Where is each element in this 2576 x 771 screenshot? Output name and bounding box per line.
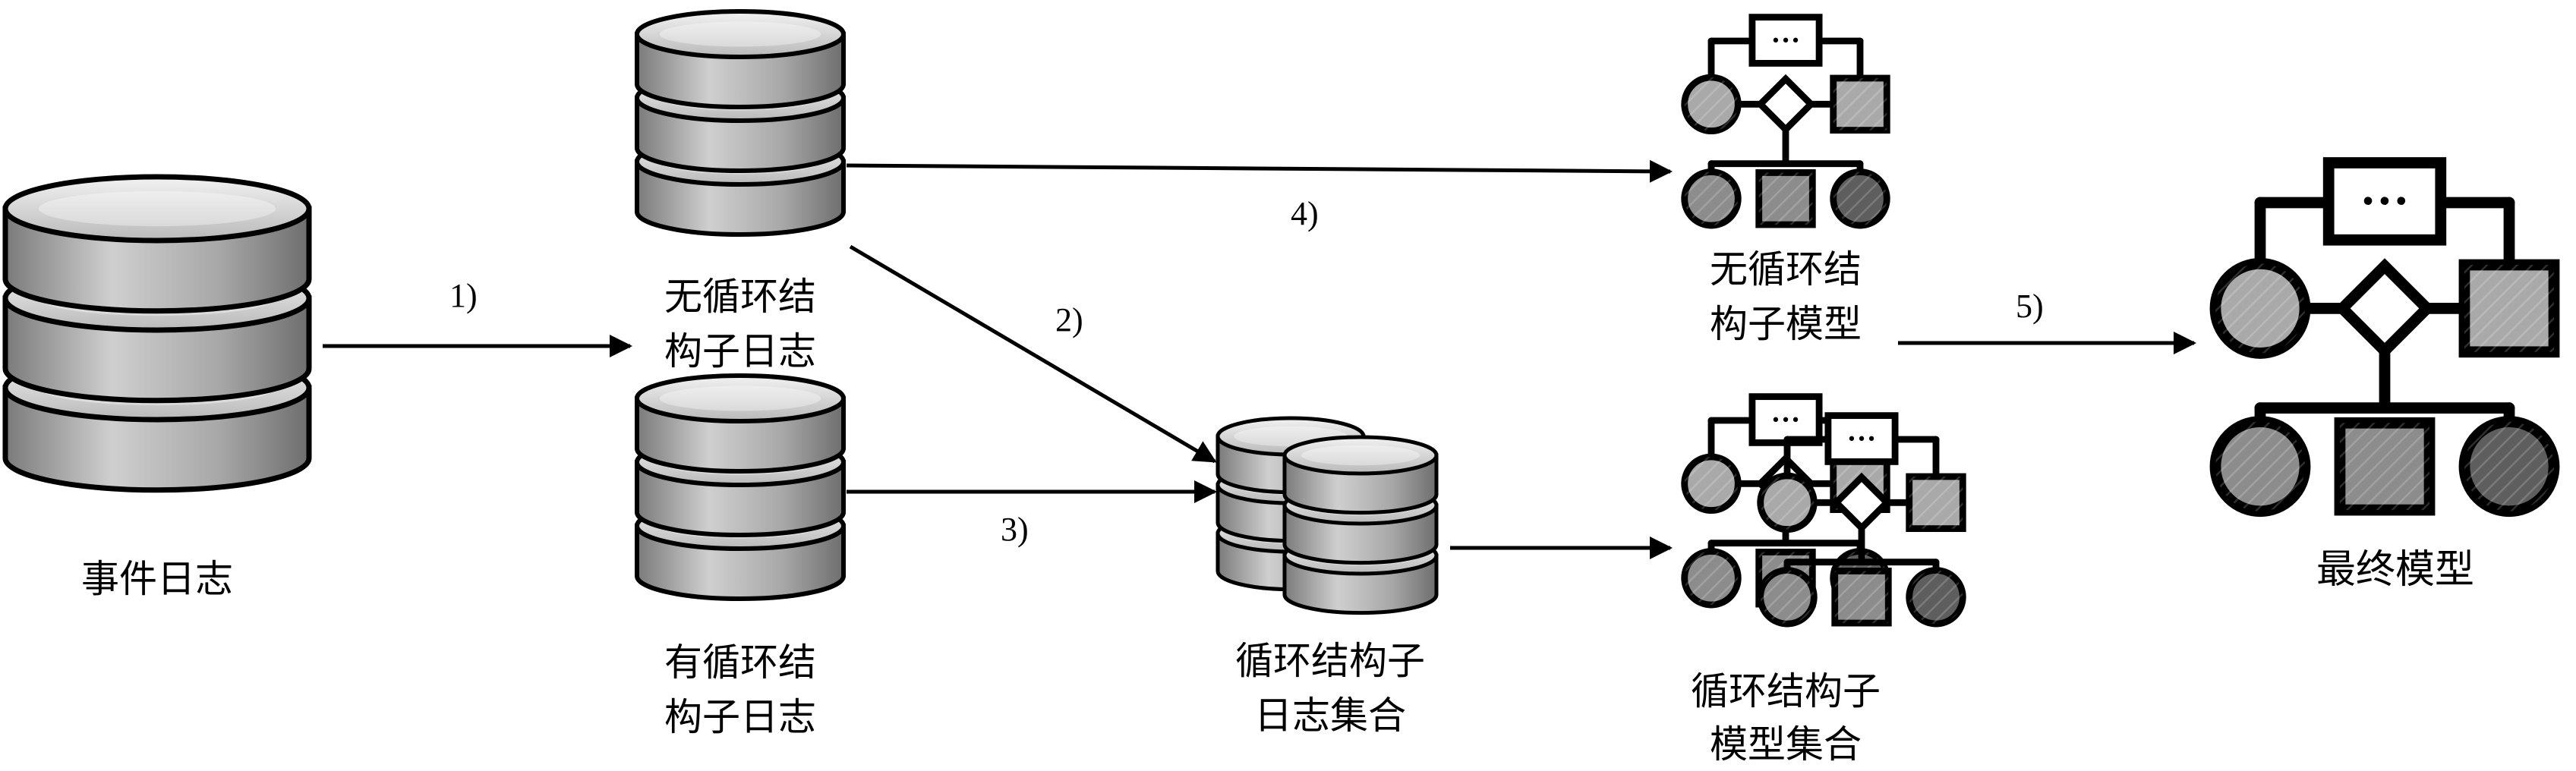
cyclic-log-label-line2: 构子日志: [664, 696, 816, 738]
model-node-hatch: [1684, 551, 1739, 606]
model-box-dots: ···: [1846, 423, 1876, 455]
model-node-hatch: [2339, 423, 2430, 511]
step-label-5: 5): [2016, 288, 2044, 325]
model-node-hatch: [2464, 265, 2555, 352]
database-disk-top: [635, 9, 846, 59]
model-node-hatch: [1684, 77, 1739, 131]
model-box: [1824, 412, 1899, 465]
model-box-dots: ···: [1770, 24, 1800, 57]
cycle-log-set-label-line1: 循环结构子: [1235, 640, 1425, 682]
model-node-hatch: [1758, 172, 1813, 225]
acyclic-model-label-line2: 构子模型: [1710, 303, 1862, 345]
final-model-label: 最终模型: [2316, 549, 2474, 592]
step-label-4: 4): [1291, 195, 1319, 232]
database-disk-top: [2, 174, 312, 244]
final-model-icon: ···: [2209, 157, 2560, 518]
event-log-label: 事件日志: [81, 558, 233, 600]
model-node-hatch: [2215, 421, 2306, 511]
model-box: [1748, 14, 1823, 67]
model-node-hatch: [1909, 570, 1963, 625]
arrow-step-2: [849, 244, 1217, 464]
acyclic-log-database-icon: [635, 9, 846, 237]
cycle-model-set-label-line2: 模型集合: [1710, 723, 1862, 766]
model-node-hatch: [1834, 571, 1889, 624]
model-node-hatch: [1909, 477, 1963, 529]
cycle-model-set-icon-front: ···: [1757, 412, 1966, 628]
cycle-model-set-label-line1: 循环结构子: [1691, 670, 1881, 713]
database-disk-top: [635, 373, 846, 423]
acyclic-log-label-line2: 构子日志: [664, 330, 816, 373]
model-box: [2322, 157, 2447, 246]
model-node-hatch: [1833, 172, 1887, 226]
cycle-log-set-database-icon-front: [1282, 435, 1439, 615]
event-log-database-icon: [2, 174, 312, 493]
acyclic-log-label-line1: 无循环结: [664, 275, 816, 318]
model-node-hatch: [1760, 570, 1815, 625]
model-gateway-diamond: [1831, 472, 1892, 533]
acyclic-model-icon: ···: [1681, 14, 1890, 229]
database-disk-highlight: [39, 190, 276, 227]
database-disk-highlight: [659, 386, 821, 411]
model-box-dots: ···: [2360, 175, 2410, 229]
cyclic-log-label-line1: 有循环结: [664, 641, 816, 684]
step-label-3: 3): [1001, 511, 1029, 548]
model-node-hatch: [1684, 172, 1739, 226]
model-node-hatch: [1760, 476, 1815, 530]
model-node-hatch: [2464, 421, 2555, 511]
model-node-hatch: [2215, 263, 2306, 354]
database-disk-highlight: [659, 21, 821, 47]
arrow-step-4: [846, 159, 1673, 183]
database-disk-top: [1282, 435, 1439, 476]
step-label-2: 2): [1055, 301, 1083, 338]
step-label-1: 1): [449, 277, 478, 314]
cyclic-log-database-icon: [635, 373, 846, 601]
model-node-hatch: [1684, 457, 1739, 511]
acyclic-model-label-line1: 无循环结: [1710, 248, 1862, 291]
model-gateway-diamond: [1755, 74, 1816, 134]
model-node-hatch: [1833, 78, 1887, 131]
database-disk-highlight: [1301, 445, 1420, 466]
model-box-dots: ···: [1770, 404, 1800, 436]
model-gateway-diamond: [2334, 258, 2436, 359]
cycle-log-set-label-line2: 日志集合: [1254, 694, 1406, 737]
